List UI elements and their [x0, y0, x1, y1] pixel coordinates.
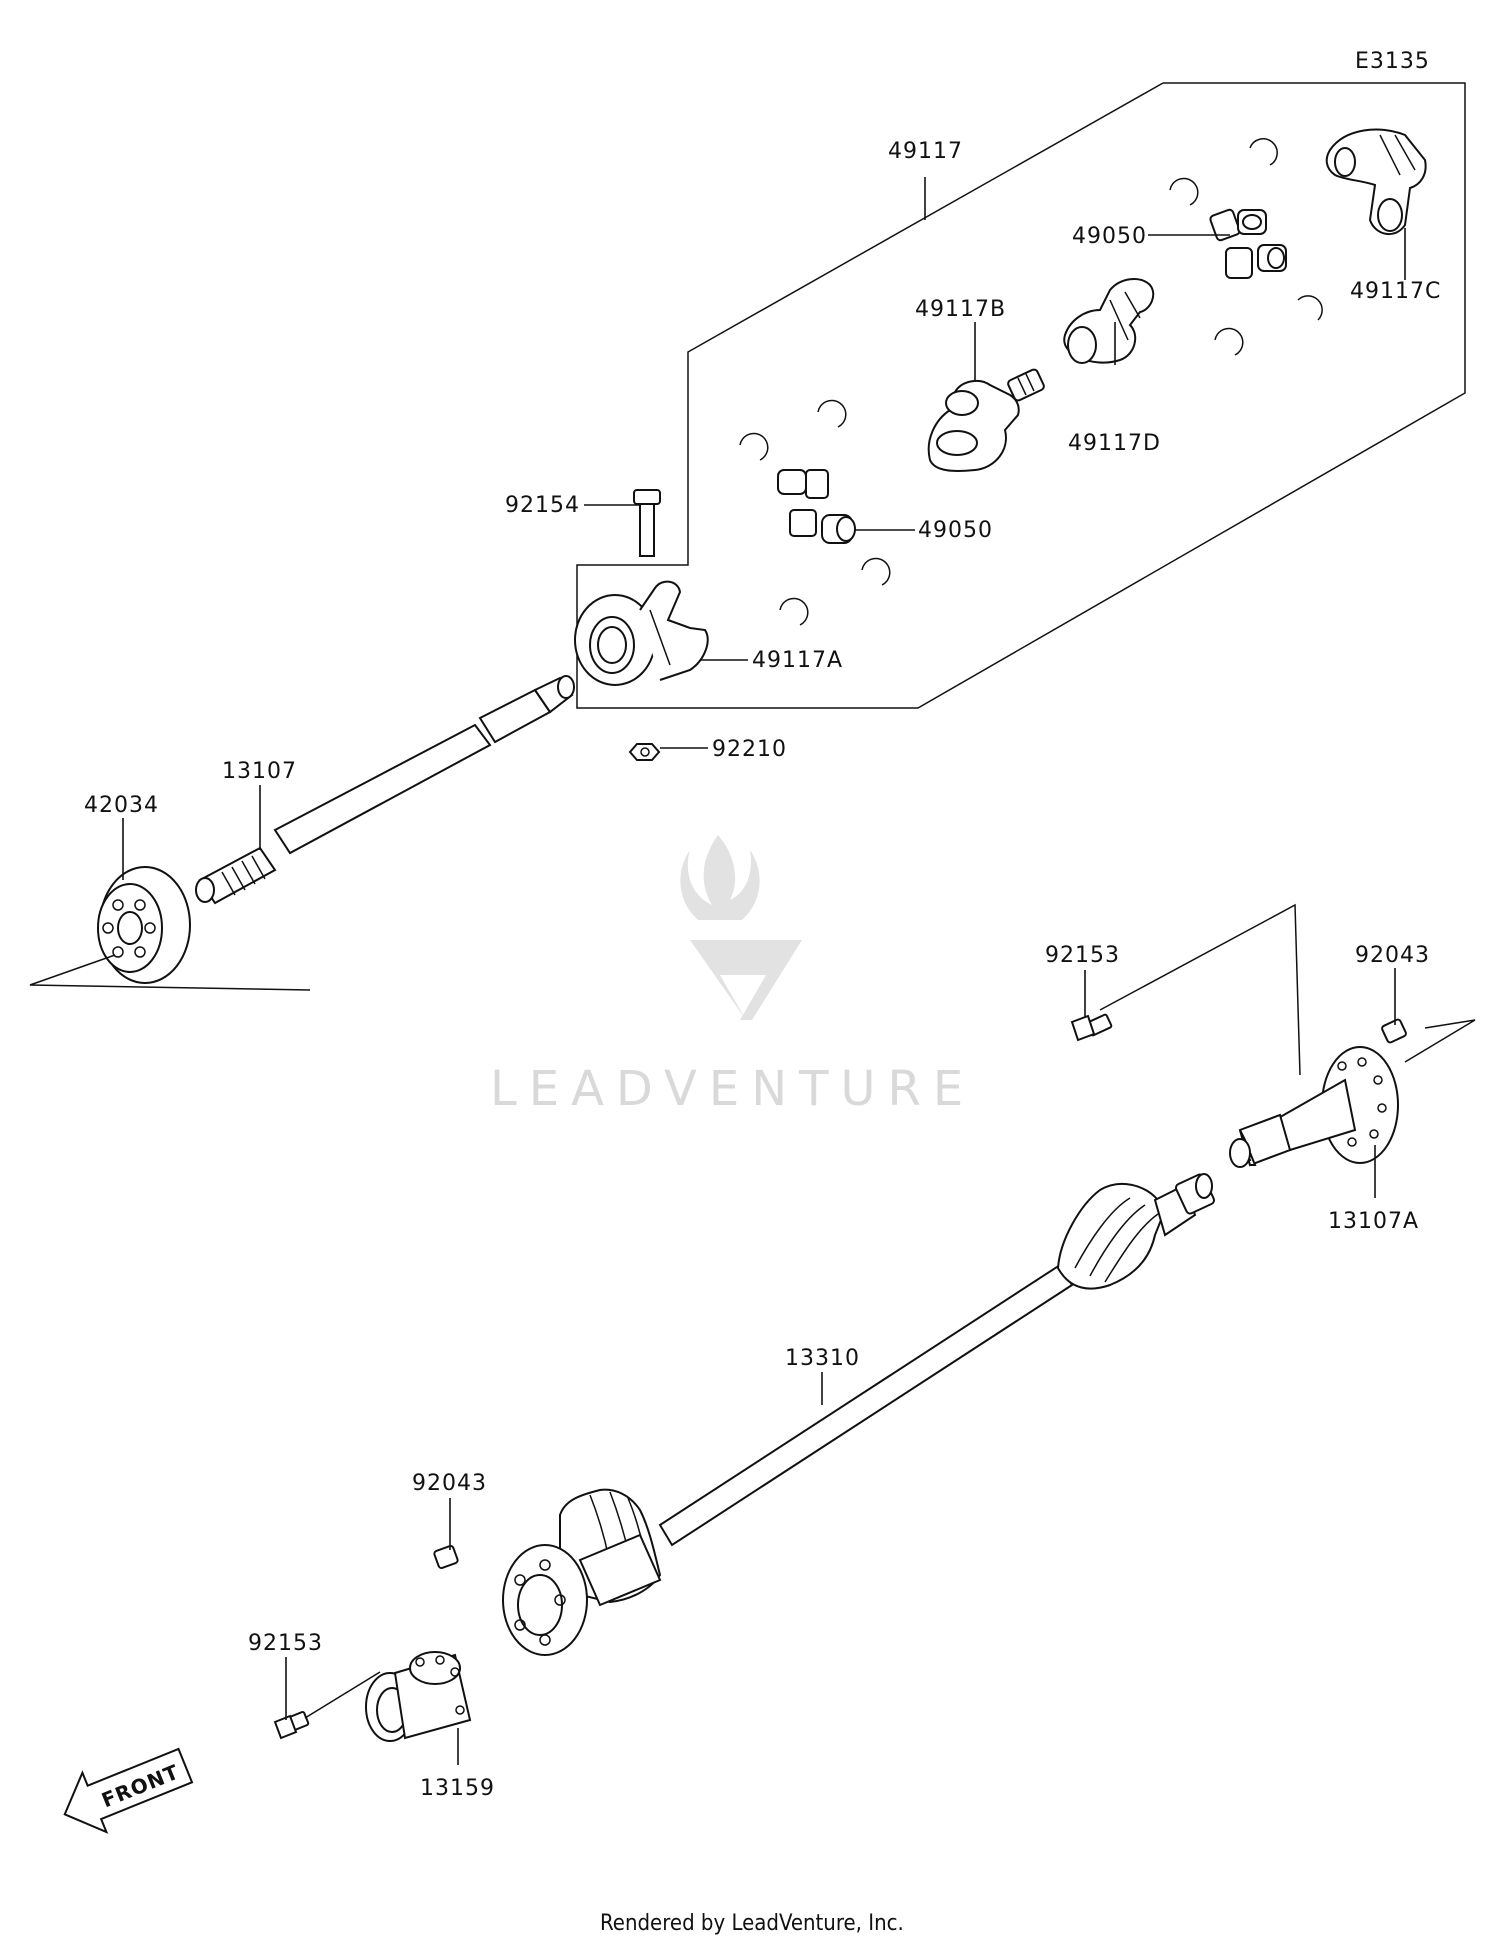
reference-line-right-2	[1404, 1019, 1476, 1063]
snap-ring-4	[1214, 327, 1244, 356]
callout-49117c: 49117C	[1350, 279, 1441, 304]
bolt-92154	[633, 489, 661, 557]
reference-line-left	[29, 954, 311, 991]
callout-13107: 13107	[222, 759, 297, 784]
snap-ring-7	[861, 557, 891, 586]
callout-92043-right: 92043	[1355, 943, 1430, 968]
reference-line-right	[1099, 903, 1301, 1076]
callout-42034: 42034	[84, 793, 159, 818]
snap-ring-3	[1297, 295, 1323, 321]
watermark: LEADVENTURE	[490, 835, 975, 1117]
callout-92153-right: 92153	[1045, 943, 1120, 968]
flange-42034	[97, 866, 191, 984]
yoke-49117d	[1063, 278, 1155, 364]
callout-92153-left: 92153	[248, 1631, 323, 1656]
callout-92210: 92210	[712, 737, 787, 762]
front-arrow: FRONT	[63, 1747, 194, 1834]
snap-ring-2	[1169, 177, 1199, 206]
callout-49050-top: 49050	[1072, 224, 1147, 249]
callout-13159: 13159	[420, 1776, 495, 1801]
snap-ring-6	[739, 432, 769, 461]
front-arrow-icon	[63, 1747, 194, 1834]
footer-credit: Rendered by LeadVenture, Inc.	[600, 1911, 904, 1936]
flange-13159	[365, 1651, 472, 1742]
bolt-92153-right	[1070, 1013, 1113, 1042]
callout-13107a: 13107A	[1328, 1209, 1419, 1234]
watermark-flame-icon	[680, 835, 760, 920]
yoke-49117b	[927, 368, 1045, 472]
watermark-v-icon	[690, 940, 802, 1020]
snap-ring-1	[1249, 138, 1278, 166]
universal-joint-cross-mid	[777, 469, 856, 544]
yoke-49117a	[574, 580, 709, 686]
callout-49117: 49117	[888, 139, 963, 164]
snap-ring-8	[779, 597, 809, 626]
diagram-code: E3135	[1355, 49, 1430, 74]
flange-shaft-13107a	[1229, 1046, 1399, 1168]
leader-lines	[122, 177, 1406, 1765]
bolt-92153-left	[273, 1671, 381, 1740]
drive-shaft-13310	[502, 1173, 1216, 1656]
callout-13310: 13310	[785, 1346, 860, 1371]
nut-92210	[628, 743, 661, 761]
callout-49050-mid: 49050	[918, 518, 993, 543]
callout-49117b: 49117B	[915, 297, 1006, 322]
plug-92043-left	[433, 1544, 459, 1570]
assembly-frame-49117	[576, 82, 1466, 709]
callout-92154: 92154	[505, 493, 580, 518]
callout-92043-left: 92043	[412, 1471, 487, 1496]
plug-92043-right	[1381, 1018, 1407, 1044]
callout-49117a: 49117A	[752, 648, 843, 673]
shaft-13107	[195, 675, 575, 905]
snap-ring-5	[817, 399, 847, 428]
yoke-49117c	[1325, 128, 1427, 235]
watermark-text: LEADVENTURE	[490, 1061, 975, 1117]
callout-49117d: 49117D	[1068, 431, 1161, 456]
universal-joint-cross-top	[1209, 208, 1287, 279]
